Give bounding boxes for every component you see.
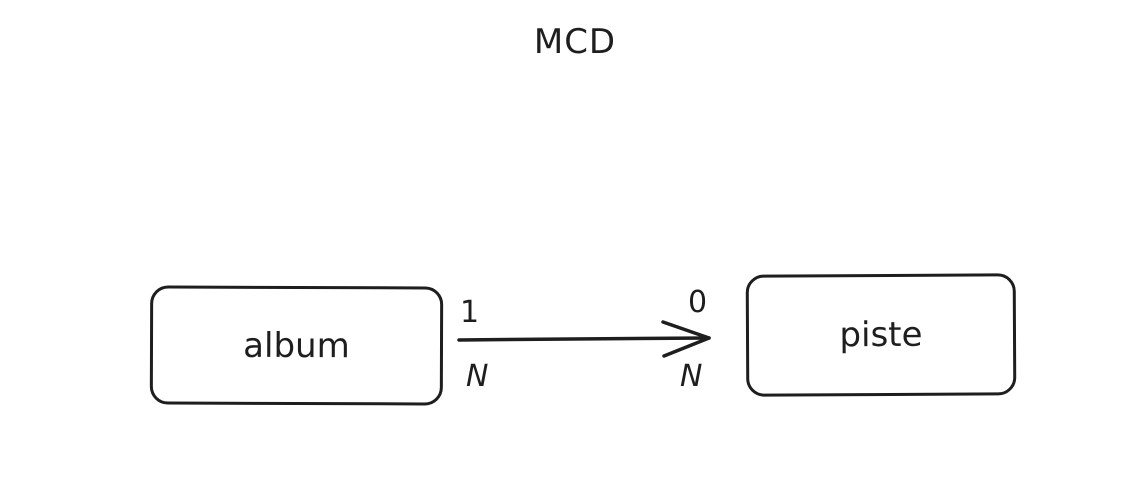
relation-arrow-head	[661, 320, 711, 358]
target-cardinality-bottom: N	[680, 359, 703, 394]
diagram-title: MCD	[533, 22, 617, 62]
source-cardinality-top: 1	[460, 295, 480, 330]
target-cardinality-top: 0	[688, 285, 708, 320]
source-cardinality-bottom: N	[466, 359, 489, 394]
relation-arrow-line[interactable]	[457, 336, 711, 342]
